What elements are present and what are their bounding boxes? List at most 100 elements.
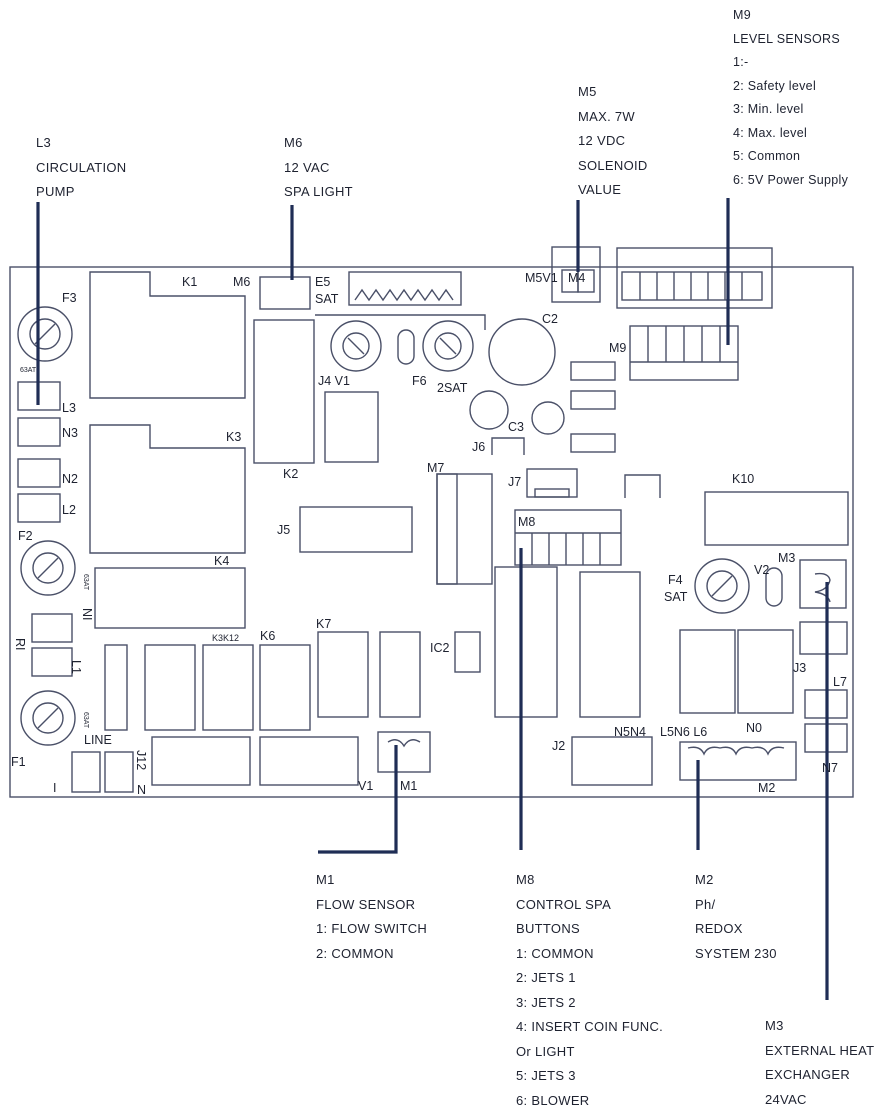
board-outline: [10, 267, 853, 797]
relay-k10: [705, 492, 848, 545]
callout-m9-line: LEVEL SENSORS: [733, 28, 848, 52]
label-k2: K2: [283, 467, 298, 481]
label-n7: N7: [822, 761, 838, 775]
terminal-j3: [800, 622, 847, 654]
connector-m2-pins: [688, 747, 784, 754]
label-n: N: [137, 783, 146, 797]
component-r2: [571, 391, 615, 409]
label-ri: RI: [13, 638, 27, 651]
trace-line: [315, 315, 485, 330]
callout-m2-line: M2: [695, 868, 777, 893]
label-m5v1: M5V1: [525, 271, 558, 285]
connector-m3: [800, 560, 846, 608]
callout-m5-line: M5: [578, 80, 648, 105]
relay-narrow: [105, 645, 127, 730]
callout-m1-line: M1: [316, 868, 427, 893]
callout-m5-line: MAX. 7W: [578, 105, 648, 130]
callout-l3-line: PUMP: [36, 180, 126, 205]
label-f1-rating: 63AT: [82, 712, 89, 729]
label-l1: L1: [69, 660, 83, 674]
label-n2: N2: [62, 472, 78, 486]
callout-m3-line: EXTERNAL HEAT: [765, 1039, 874, 1064]
connector-j5: [300, 507, 412, 552]
label-l5n6: L5N6 L6: [660, 725, 707, 739]
terminal-i: [72, 752, 100, 792]
callout-m8-line: CONTROL SPA: [516, 893, 663, 918]
label-l7: L7: [833, 675, 847, 689]
capacitor-c3b: [532, 402, 564, 434]
callout-m9-line: 3: Min. level: [733, 98, 848, 122]
label-c3: C3: [508, 420, 524, 434]
label-m6: M6: [233, 275, 250, 289]
relay-br2: [738, 630, 793, 713]
label-2sat: 2SAT: [437, 381, 468, 395]
callout-m8-line: 3: JETS 2: [516, 991, 663, 1016]
callout-m8-line: 5: JETS 3: [516, 1064, 663, 1089]
label-k7: K7: [316, 617, 331, 631]
callout-m9-line: 1:-: [733, 51, 848, 75]
label-f6: F6: [412, 374, 427, 388]
label-l3: L3: [62, 401, 76, 415]
label-f3-rating: 63AT: [20, 367, 37, 374]
label-line: LINE: [84, 733, 112, 747]
terminal-n: [105, 752, 133, 792]
label-m9: M9: [609, 341, 626, 355]
terminal-ri: [32, 614, 72, 642]
label-f2: F2: [18, 529, 33, 543]
callout-m9-line: M9: [733, 4, 848, 28]
callout-m5: M5 MAX. 7W 12 VDC SOLENOID VALUE: [578, 80, 648, 203]
label-k3k12: K3K12: [212, 633, 239, 643]
connector-misc: [625, 475, 660, 498]
label-v2: V2: [754, 563, 769, 577]
label-m4: M4: [568, 271, 585, 285]
component-r3: [571, 434, 615, 452]
label-ni: NI: [80, 608, 94, 621]
label-j3: J3: [793, 661, 806, 675]
callout-l3-line: L3: [36, 131, 126, 156]
callout-m2-line: REDOX: [695, 917, 777, 942]
callout-m6: M6 12 VAC SPA LIGHT: [284, 131, 353, 205]
label-m2: M2: [758, 781, 775, 795]
label-sat-top: SAT: [315, 292, 339, 306]
label-m1: M1: [400, 779, 417, 793]
callout-m8-line: BUTTONS: [516, 917, 663, 942]
callout-m8-line: 1: COMMON: [516, 942, 663, 967]
component-r1: [571, 362, 615, 380]
relay-br1: [680, 630, 735, 713]
callout-m5-line: SOLENOID: [578, 154, 648, 179]
label-j5: J5: [277, 523, 290, 537]
relay-center-left: [495, 567, 557, 717]
callout-m8-line: Or LIGHT: [516, 1040, 663, 1065]
connector-m1: [378, 732, 430, 772]
relay-center-right: [580, 572, 640, 717]
callout-m6-line: 12 VAC: [284, 156, 353, 181]
terminal-l2: [18, 494, 60, 522]
label-m3: M3: [778, 551, 795, 565]
leader-m1: [318, 745, 396, 852]
label-j12: J12: [134, 750, 148, 770]
connector-e5: [349, 272, 461, 305]
label-ic2: IC2: [430, 641, 450, 655]
ic2: [455, 632, 480, 672]
callout-m2: M2 Ph/ REDOX SYSTEM 230: [695, 868, 777, 966]
callout-m9-line: 4: Max. level: [733, 122, 848, 146]
connector-m1-pins: [388, 740, 420, 746]
label-l2: L2: [62, 503, 76, 517]
label-f4: F4: [668, 573, 683, 587]
label-i: I: [53, 781, 56, 795]
callout-m9-line: 2: Safety level: [733, 75, 848, 99]
label-k3: K3: [226, 430, 241, 444]
callout-m5-line: VALUE: [578, 178, 648, 203]
callout-m9: M9 LEVEL SENSORS 1:- 2: Safety level 3: …: [733, 4, 848, 192]
label-k1: K1: [182, 275, 197, 289]
connector-bottom-mid: [260, 737, 358, 785]
terminal-l1: [32, 648, 72, 676]
label-k4: K4: [214, 554, 229, 568]
connector-m7: [437, 474, 492, 584]
callout-m8-line: 4: INSERT COIN FUNC.: [516, 1015, 663, 1040]
relay-k4: [95, 568, 245, 628]
capacitor-c2: [489, 319, 555, 385]
callout-m3-line: M3: [765, 1014, 874, 1039]
callout-l3: L3 CIRCULATION PUMP: [36, 131, 126, 205]
callout-m1: M1 FLOW SENSOR 1: FLOW SWITCH 2: COMMON: [316, 868, 427, 966]
